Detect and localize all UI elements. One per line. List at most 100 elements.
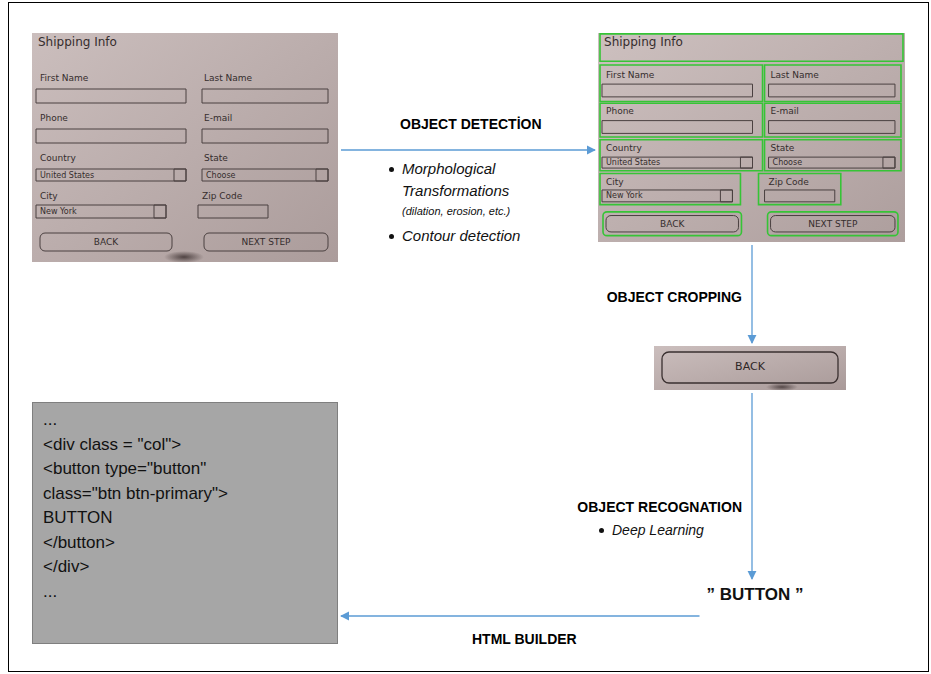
- flow-arrow: [341, 149, 595, 150]
- input-sketch: [202, 129, 328, 143]
- paper: [654, 346, 846, 390]
- dropdown-sketch: [36, 169, 186, 181]
- method-note: Contour detection: [402, 226, 520, 246]
- detection-box: [768, 212, 898, 236]
- dropdown-sketch: [36, 205, 166, 218]
- step-label: HTML BUILDER: [472, 631, 577, 648]
- handwritten-text: Shipping Info: [604, 36, 683, 49]
- handwritten-text: State: [204, 153, 228, 163]
- detection-box: [603, 212, 741, 236]
- detection-box: [765, 65, 901, 102]
- method-note: Deep Learning: [612, 521, 704, 539]
- handwritten-text: City: [40, 191, 58, 201]
- cropped-button-photo: BACK: [654, 346, 846, 390]
- handwritten-text: Country: [606, 143, 642, 153]
- handwritten-text: First Name: [606, 70, 654, 80]
- handwritten-text: NEXT STEP: [808, 219, 857, 229]
- detection-box: [600, 34, 903, 61]
- dropdown-arrow-box: [174, 169, 186, 181]
- method-note: Morphological Transformations: [402, 158, 542, 202]
- handwritten-text: BACK: [660, 219, 684, 229]
- handwritten-text: Shipping Info: [38, 36, 117, 49]
- detected-photo-image: [598, 33, 905, 242]
- code-line: BUTTON: [43, 506, 327, 531]
- handwritten-text: NEXT STEP: [241, 237, 290, 247]
- handwritten-text: Last Name: [771, 70, 819, 80]
- handwritten-text: E-mail: [771, 106, 799, 116]
- dropdown-arrow-box: [154, 205, 166, 218]
- shadow: [164, 251, 204, 262]
- code-line: ...: [43, 580, 327, 605]
- handwritten-text: Country: [40, 153, 76, 163]
- code-line: </button>: [43, 531, 327, 556]
- detection-box: [600, 103, 763, 137]
- bullet-dot: [389, 167, 394, 172]
- dropdown-sketch: [602, 190, 732, 202]
- input-sketch: [765, 190, 835, 202]
- button-sketch: [606, 216, 738, 232]
- paper: [32, 33, 338, 262]
- handwritten-text: City: [606, 177, 624, 187]
- step-label: OBJECT CROPPING: [607, 289, 742, 306]
- handwritten-text: New York: [40, 207, 77, 216]
- handwritten-text: Choose: [206, 171, 236, 180]
- button-sketch: [771, 216, 895, 232]
- button-sketch: [204, 233, 328, 251]
- code-line: </div>: [43, 555, 327, 580]
- handwritten-text: E-mail: [204, 113, 232, 123]
- button-sketch: [662, 352, 838, 383]
- handwritten-text: Last Name: [204, 73, 252, 83]
- input-sketch: [602, 84, 752, 97]
- input-sketch: [769, 121, 895, 134]
- recognized-class: ” BUTTON ”: [703, 582, 810, 630]
- flow-arrow: [751, 393, 752, 579]
- flow-arrow: [341, 615, 700, 616]
- handwritten-text: Choose: [773, 158, 803, 167]
- class-label: ” BUTTON ”: [707, 584, 804, 606]
- dropdown-arrow-box: [883, 157, 895, 168]
- dropdown-arrow-box: [740, 157, 752, 168]
- sketch-photo: Shipping InfoFirst Name Last NamePhone E-m…: [32, 33, 338, 262]
- step-label: OBJECT RECOGNATION: [577, 499, 742, 516]
- bullet-dot: [599, 528, 604, 533]
- code-line: <button type="button": [43, 457, 327, 482]
- handwritten-text: United States: [606, 158, 660, 167]
- handwritten-text: BACK: [735, 361, 765, 373]
- dropdown-sketch: [602, 157, 752, 168]
- handwritten-text: State: [771, 143, 795, 153]
- step-label: OBJECT DETECTİON: [400, 116, 542, 133]
- detection-box: [600, 174, 740, 205]
- handwritten-text: BACK: [94, 237, 118, 247]
- input-sketch: [36, 89, 186, 103]
- dropdown-arrow-box: [720, 190, 732, 202]
- dropdown-sketch: [769, 157, 895, 168]
- dropdown-arrow-box: [316, 169, 328, 181]
- sketch-photo-image: [32, 33, 338, 262]
- input-sketch: [202, 89, 328, 103]
- code-line: <div class = "col">: [43, 433, 327, 458]
- detected-sketch-photo: Shipping InfoFirst Name Last NamePhone E-m…: [598, 33, 905, 242]
- detection-box: [765, 103, 901, 137]
- handwritten-text: New York: [606, 191, 643, 200]
- detection-box: [600, 65, 763, 102]
- flow-arrow: [751, 245, 752, 343]
- paper: [598, 33, 905, 242]
- bullet-dot: [389, 234, 394, 239]
- handwritten-text: Phone: [40, 113, 68, 123]
- detection-box: [759, 174, 841, 205]
- dropdown-sketch: [202, 169, 328, 181]
- handwritten-text: Zip Code: [202, 191, 242, 201]
- handwritten-text: Phone: [606, 106, 634, 116]
- code-line: ...: [43, 408, 327, 433]
- button-sketch: [40, 233, 172, 251]
- input-sketch: [198, 205, 268, 218]
- html-code-box: ...<div class = "col"><button type="butt…: [32, 402, 338, 644]
- detection-box: [765, 140, 901, 171]
- input-sketch: [36, 129, 186, 143]
- input-sketch: [769, 84, 895, 97]
- handwritten-text: First Name: [40, 73, 88, 83]
- handwritten-text: United States: [40, 171, 94, 180]
- handwritten-text: Zip Code: [769, 177, 809, 187]
- code-line: class="btn btn-primary">: [43, 482, 327, 507]
- detection-box: [600, 140, 763, 171]
